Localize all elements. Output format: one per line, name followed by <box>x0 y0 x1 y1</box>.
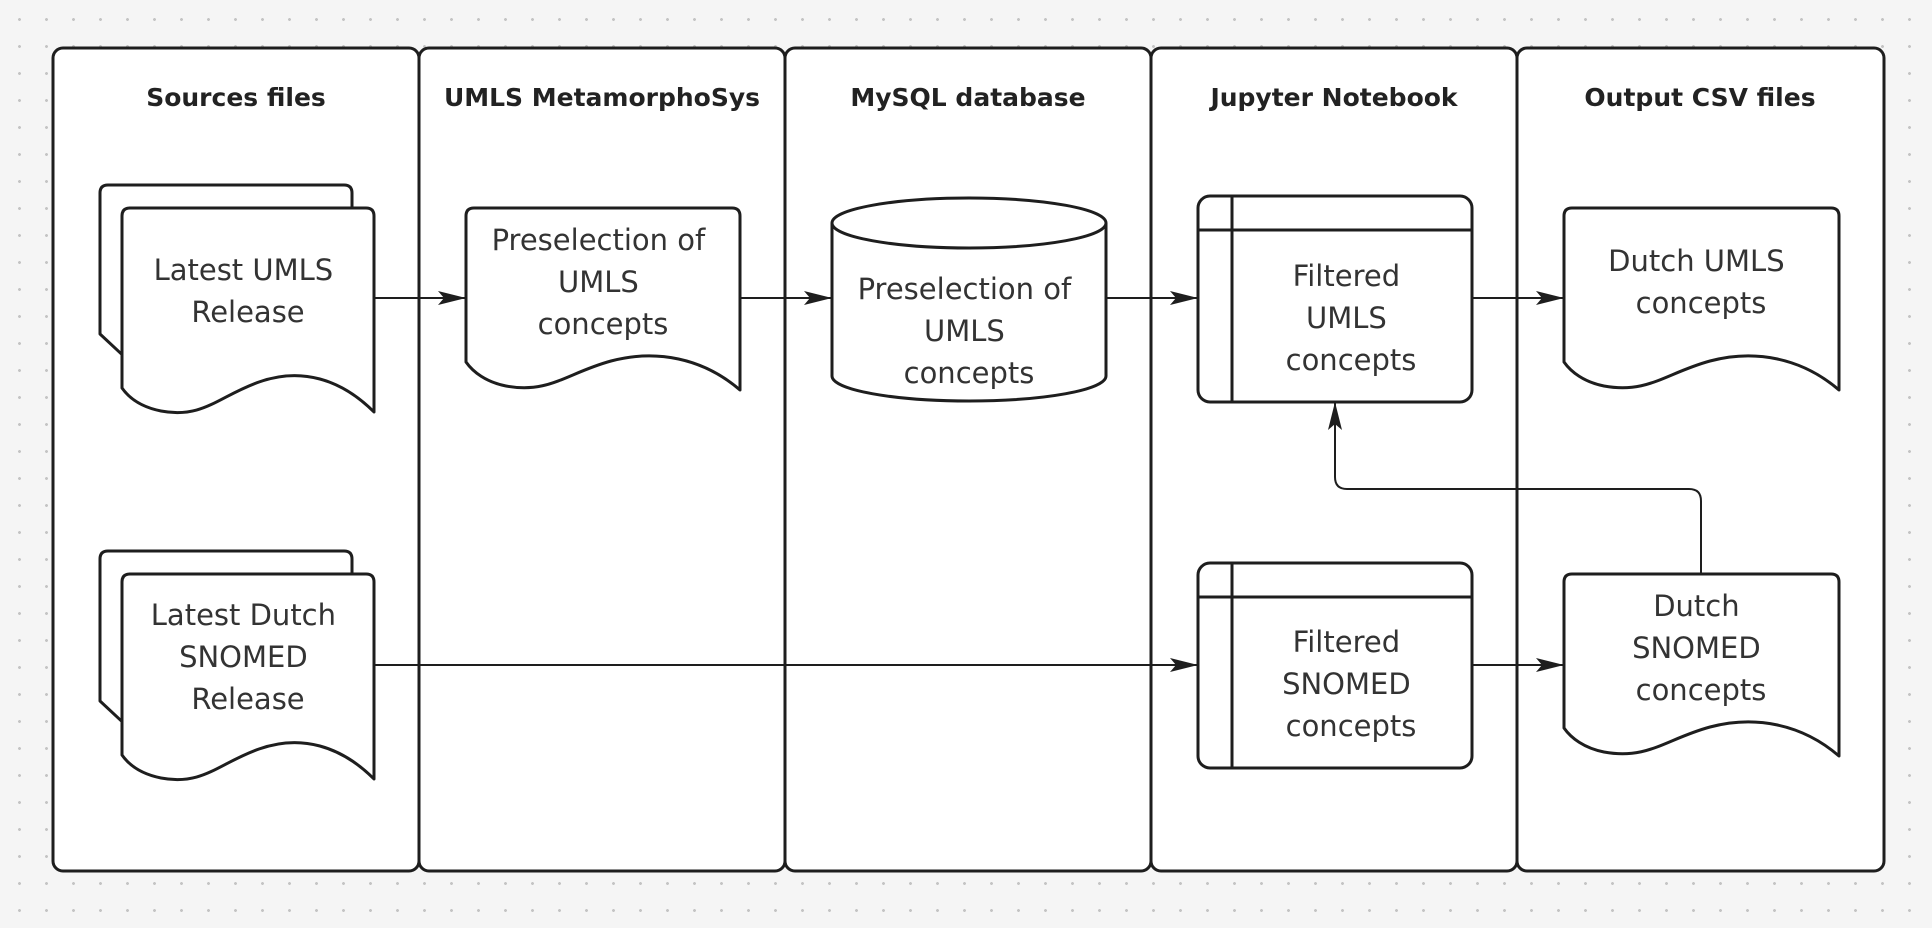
lane-title: Output CSV files <box>1584 83 1815 112</box>
node-preselection-metamorphosys[interactable]: Preselection of UMLS concepts <box>464 206 742 392</box>
document-shape <box>1562 572 1841 758</box>
node-dutch-umls[interactable]: Dutch UMLS concepts <box>1562 206 1841 392</box>
database-cylinder-top <box>830 222 1108 250</box>
node-dutch-snomed[interactable]: Dutch SNOMED concepts <box>1562 572 1841 758</box>
lane-title: UMLS MetamorphoSys <box>444 83 760 112</box>
lane-box <box>417 46 787 873</box>
document-shape <box>120 572 376 782</box>
lane-box <box>783 46 1153 873</box>
internal-storage-shape <box>1196 194 1474 404</box>
lane-title: Sources files <box>146 83 326 112</box>
lane-umls-metamorphosys: UMLS MetamorphoSys <box>417 46 787 873</box>
lane-mysql-database: MySQL database <box>783 46 1153 873</box>
node-label: Preselection of UMLS concepts <box>492 223 715 341</box>
node-label: Latest UMLS Release <box>154 253 343 329</box>
node-filtered-umls[interactable]: Filtered UMLS concepts <box>1196 194 1474 404</box>
node-latest-dutch-snomed-release[interactable]: Latest Dutch SNOMED Release <box>98 549 376 782</box>
node-latest-umls-release[interactable]: Latest UMLS Release <box>98 183 376 415</box>
node-preselection-mysql[interactable]: Preselection of UMLS concepts <box>830 196 1108 403</box>
document-shape <box>464 206 742 392</box>
edge-dutch-snomed-to-filtered-umls <box>1328 402 1702 573</box>
document-shape <box>1562 206 1841 392</box>
node-label: Filtered SNOMED concepts <box>1282 625 1420 743</box>
database-cylinder <box>830 196 1108 403</box>
document-shape <box>120 206 376 415</box>
node-filtered-snomed[interactable]: Filtered SNOMED concepts <box>1196 561 1474 770</box>
node-label: Latest Dutch SNOMED Release <box>151 598 345 716</box>
node-label: Dutch SNOMED concepts <box>1632 589 1770 707</box>
node-label: Filtered UMLS concepts <box>1286 259 1417 377</box>
node-label: Dutch UMLS concepts <box>1608 244 1794 320</box>
internal-storage-shape <box>1196 561 1474 770</box>
lane-title: Jupyter Notebook <box>1208 83 1458 112</box>
lane-title: MySQL database <box>850 83 1085 112</box>
connectors <box>374 291 1702 672</box>
node-label: Preselection of UMLS concepts <box>858 272 1081 390</box>
